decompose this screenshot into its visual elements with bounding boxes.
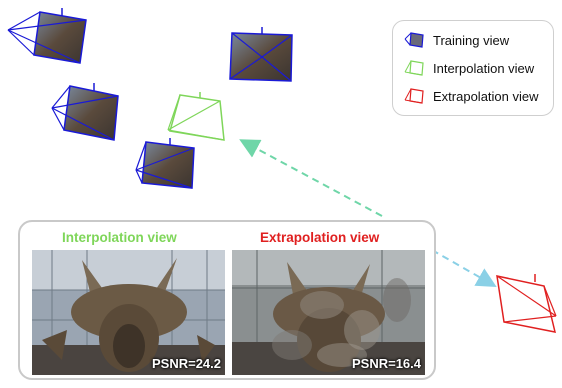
extrapolation-arrow xyxy=(431,249,497,287)
legend-label-interpolation: Interpolation view xyxy=(433,60,535,76)
extrapolation-render: PSNR=16.4 xyxy=(232,250,425,375)
training-camera-4 xyxy=(135,138,195,189)
extrapolation-camera xyxy=(496,274,557,333)
legend: Training view Interpolation view Extrapo… xyxy=(392,20,554,116)
interpolation-camera-icon xyxy=(404,60,424,76)
legend-label-training: Training view xyxy=(433,32,510,48)
comparison-box: Interpolation view Extrapolation view PS… xyxy=(18,220,436,380)
interpolation-psnr: PSNR=24.2 xyxy=(151,356,221,371)
legend-item-training: Training view xyxy=(403,29,509,51)
interpolation-render: PSNR=24.2 xyxy=(32,250,225,375)
extrapolation-psnr: PSNR=16.4 xyxy=(351,356,421,371)
training-camera-3 xyxy=(51,83,119,141)
interpolation-camera xyxy=(167,92,225,141)
extrapolation-title: Extrapolation view xyxy=(260,230,380,245)
training-camera-icon xyxy=(404,32,424,48)
interpolation-arrow xyxy=(239,139,383,217)
legend-item-interpolation: Interpolation view xyxy=(403,57,534,79)
training-camera-2 xyxy=(229,27,293,82)
extrapolation-camera-icon xyxy=(404,88,424,104)
interpolation-render-image xyxy=(32,250,225,375)
extrapolation-render-image xyxy=(232,250,425,375)
legend-label-extrapolation: Extrapolation view xyxy=(433,88,539,104)
legend-item-extrapolation: Extrapolation view xyxy=(403,85,539,107)
training-camera-1 xyxy=(7,8,87,64)
interpolation-title: Interpolation view xyxy=(62,230,177,245)
